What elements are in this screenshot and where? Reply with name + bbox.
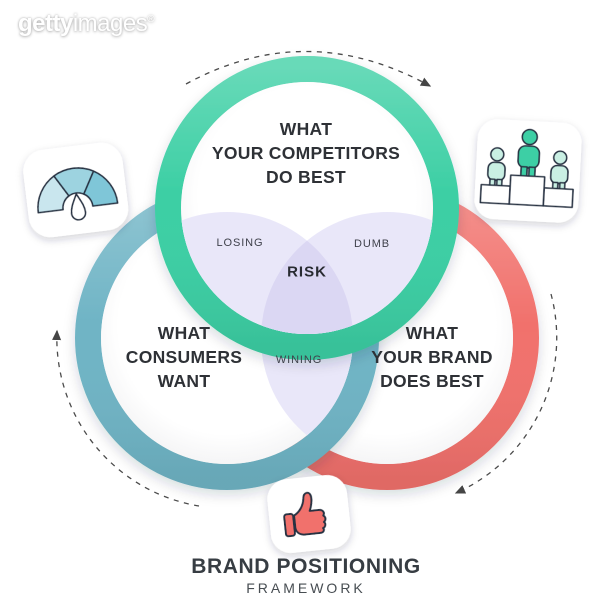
brand-label: WHAT YOUR BRAND DOES BEST <box>371 321 493 393</box>
winner-body <box>517 145 541 169</box>
competitors-label-line: WHAT <box>279 119 333 139</box>
right-person-body <box>549 164 569 185</box>
arrow-top-arc <box>185 50 432 87</box>
gauge-segment-high <box>83 170 119 207</box>
page-subtitle: FRAMEWORK <box>246 580 366 596</box>
gauge-pointer-icon <box>70 193 87 221</box>
page-title: BRAND POSITIONING <box>191 555 421 578</box>
competitors-label-line: YOUR COMPETITORS <box>211 143 401 163</box>
watermark-registered: ® <box>147 14 155 25</box>
thumbs-up-sticker <box>267 475 351 553</box>
wining-label: WINING <box>275 354 323 366</box>
right-person-head <box>552 150 568 165</box>
podium-step-center <box>508 174 546 207</box>
losing-label: LOSING <box>216 237 264 249</box>
competitors-label-line: DO BEST <box>266 167 346 187</box>
brand-label-line: WHAT <box>405 323 459 343</box>
podium-step-right <box>542 187 574 209</box>
left-person-head <box>490 147 505 162</box>
consumers-label: WHAT CONSUMERS WANT <box>126 321 242 393</box>
brand-label-line: DOES BEST <box>380 371 484 391</box>
consumers-label-line: WANT <box>157 371 211 391</box>
podium-step-left <box>479 183 511 205</box>
thumbs-up-icon <box>293 491 327 536</box>
consumers-label-line: CONSUMERS <box>125 347 243 367</box>
winner-head <box>521 128 539 146</box>
consumers-label-line: WHAT <box>157 323 211 343</box>
watermark-light: images <box>72 10 148 37</box>
gettyimages-watermark: gettyimages® <box>18 10 155 38</box>
arrow-left-arc <box>52 329 200 507</box>
dumb-label: DUMB <box>354 238 390 250</box>
brand-label-line: YOUR BRAND <box>371 347 493 367</box>
competitors-label: WHAT YOUR COMPETITORS DO BEST <box>212 117 400 189</box>
overlap-center-risk <box>261 212 353 334</box>
risk-label: RISK <box>287 263 327 281</box>
podium-sticker <box>474 119 582 223</box>
gauge-sticker <box>23 142 129 238</box>
competitors-ring-shade <box>155 56 459 360</box>
watermark-bold: getty <box>18 10 73 37</box>
left-person-body <box>486 161 506 182</box>
arrow-right-arc <box>454 293 558 494</box>
